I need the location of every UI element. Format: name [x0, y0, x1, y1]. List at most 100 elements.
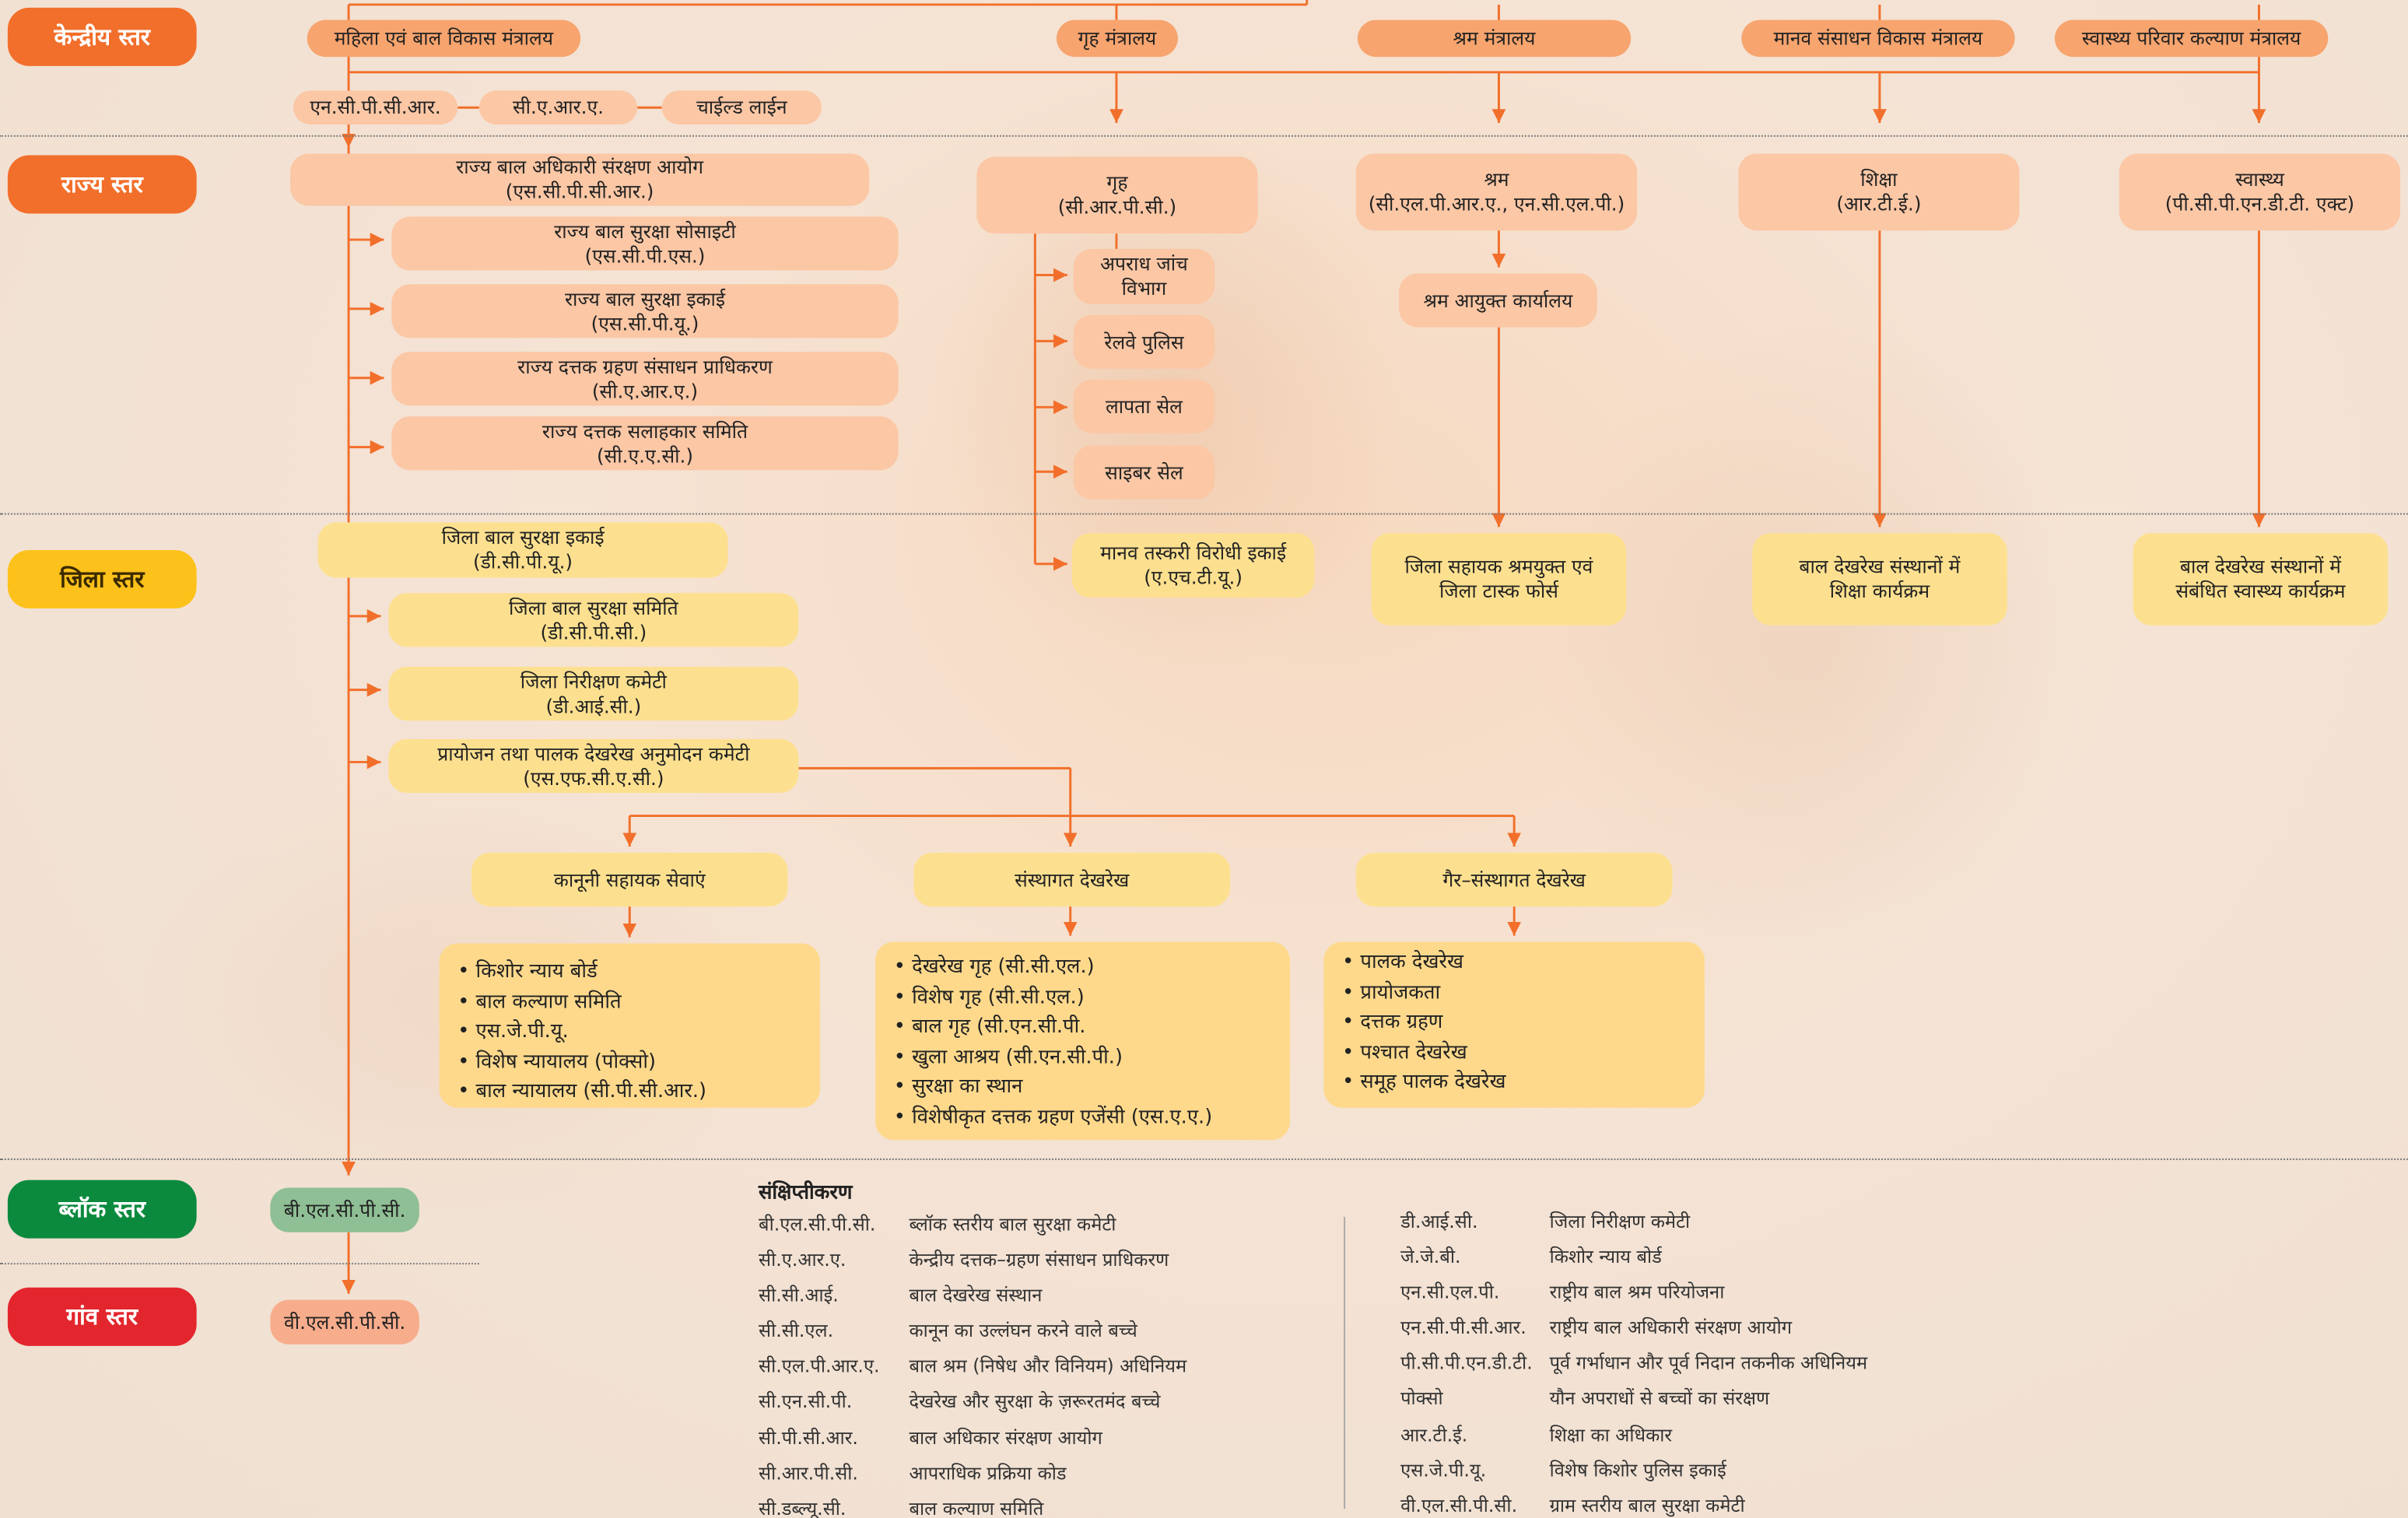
- list-item: समूह पालक देखरेख: [1342, 1068, 1686, 1098]
- state-cid-line1: अपराध जांच: [1100, 251, 1188, 275]
- state-home-line2: (सी.आर.पी.सी.): [1057, 195, 1177, 219]
- abbr-key: जे.जे.बी.: [1400, 1246, 1461, 1268]
- body-cara-label: सी.ए.आर.ए.: [512, 95, 604, 119]
- district-dic: जिला निरीक्षण कमेटी(डी.आई.सी.): [388, 667, 799, 721]
- district-health-program-line2: संबंधित स्वास्थ्य कार्यक्रम: [2175, 579, 2346, 603]
- state-caac-line1: राज्य दत्तक सलाहकार समिति: [542, 419, 748, 442]
- district-health-program-line1: बाल देखरेख संस्थानों में: [2179, 554, 2341, 578]
- abbr-row: आर.टी.ई.शिक्षा का अधिकार: [1400, 1421, 1867, 1457]
- district-dcpc: जिला बाल सुरक्षा समिति(डी.सी.पी.सी.): [388, 593, 799, 647]
- district-dcpc-line2: (डी.सी.पी.सी.): [540, 619, 647, 643]
- separator-central-state: [0, 135, 2408, 137]
- district-education-program: बाल देखरेख संस्थानों मेंशिक्षा कार्यक्रम: [1752, 533, 2007, 626]
- district-education-program-line2: शिक्षा कार्यक्रम: [1829, 579, 1930, 603]
- abbr-row: एस.जे.पी.यू.विशेष किशोर पुलिस इकाई: [1400, 1456, 1867, 1492]
- service-institutional-care: संस्थागत देखरेख: [913, 852, 1231, 907]
- abbr-value: किशोर न्याय बोर्ड: [1549, 1246, 1662, 1268]
- abbr-value: ग्राम स्तरीय बाल सुरक्षा कमेटी: [1549, 1494, 1745, 1516]
- abbr-key: वी.एल.सी.पी.सी.: [1400, 1494, 1518, 1516]
- abbr-row: सी.एल.पी.आर.ए.बाल श्रम (निषेध और विनियम)…: [759, 1352, 1186, 1388]
- state-labour-line1: श्रम: [1484, 167, 1509, 191]
- ministry-home: गृह मंत्रालय: [1056, 19, 1178, 58]
- noninstitutional-care-list: पालक देखरेख प्रायोजकता दत्तक ग्रहण पश्चा…: [1323, 941, 1705, 1108]
- district-labour-taskforce-line1: जिला सहायक श्रमयुक्त एवं: [1404, 554, 1593, 578]
- state-scps-line2: (एस.सी.पी.एस.): [584, 243, 706, 267]
- level-village-label: गांव स्तर: [7, 1287, 197, 1346]
- list-item: विशेष गृह (सी.सी.एल.): [894, 983, 1272, 1013]
- separator-block-village: [0, 1263, 479, 1265]
- abbr-row: सी.आर.पी.सी. आपराधिक प्रक्रिया कोड: [759, 1459, 1186, 1495]
- list-item: खुला आश्रय (सी.एन.सी.पी.): [894, 1043, 1272, 1073]
- body-ncpcr-label: एन.सी.पी.सी.आर.: [310, 95, 441, 119]
- district-education-program-line1: बाल देखरेख संस्थानों में: [1799, 554, 1961, 578]
- abbr-value: राष्ट्रीय बाल अधिकारी संरक्षण आयोग: [1549, 1316, 1793, 1339]
- district-ahtu-line2: (ए.एच.टी.यू.): [1144, 565, 1243, 589]
- ministry-health: स्वास्थ्य परिवार कल्याण मंत्रालय: [2054, 19, 2329, 58]
- list-item: बाल कल्याण समिति: [457, 987, 801, 1018]
- service-legal-aid: कानूनी सहायक सेवाएं: [471, 852, 788, 907]
- abbr-key: सी.आर.पी.सी.: [759, 1462, 858, 1484]
- state-cyber-cell: साइबर सेल: [1073, 445, 1215, 500]
- state-labour-line2: (सी.एल.पी.आर.ए., एन.सी.एल.पी.): [1368, 191, 1625, 216]
- abbr-row: सी.पी.सी.आर.बाल अधिकार संरक्षण आयोग: [759, 1424, 1186, 1460]
- state-scpu-line1: राज्य बाल सुरक्षा इकाई: [564, 286, 726, 310]
- abbr-row: एन.सी.एल.पी.राष्ट्रीय बाल श्रम परियोजना: [1400, 1278, 1867, 1314]
- abbr-value: देखरेख और सुरक्षा के ज़रूरतमंद बच्चे: [909, 1391, 1161, 1413]
- abbr-value: विशेष किशोर पुलिस इकाई: [1549, 1459, 1726, 1481]
- abbr-key: डी.आई.सी.: [1400, 1211, 1478, 1232]
- village-vcpc: वी.एल.सी.पी.सी.: [270, 1299, 419, 1344]
- abbr-row: वी.एल.सी.पी.सी. ग्राम स्तरीय बाल सुरक्षा …: [1400, 1492, 1867, 1518]
- abbr-value: बाल देखरेख संस्थान: [909, 1285, 1043, 1306]
- list-item: पालक देखरेख: [1342, 948, 1686, 978]
- body-ncpcr: एन.सी.पी.सी.आर.: [293, 90, 458, 124]
- state-education-line2: (आर.टी.ई.): [1836, 191, 1922, 216]
- state-scpcr: राज्य बाल अधिकारी संरक्षण आयोग(एस.सी.पी.…: [290, 153, 870, 206]
- state-labour-office-label: श्रम आयुक्त कार्यालय: [1423, 288, 1573, 311]
- state-cara: राज्य दत्तक ग्रहण संसाधन प्राधिकरण(सी.ए.…: [391, 352, 899, 406]
- abbr-key: आर.टी.ई.: [1400, 1423, 1468, 1446]
- district-labour-taskforce-line2: जिला टास्क फोर्स: [1439, 579, 1558, 603]
- abbr-value: यौन अपराधों से बच्चों का संरक्षण: [1549, 1388, 1770, 1410]
- state-scpu-line2: (एस.सी.पी.यू.): [591, 310, 699, 335]
- district-dcpc-line1: जिला बाल सुरक्षा समिति: [509, 595, 678, 619]
- body-childline: चाईल्ड लाईन: [661, 90, 822, 124]
- ministry-hrd-label: मानव संसाधन विकास मंत्रालय: [1773, 26, 1983, 50]
- list-item: किशोर न्याय बोर्ड: [457, 957, 801, 987]
- list-item: पश्चात देखरेख: [1342, 1038, 1686, 1068]
- ministry-home-label: गृह मंत्रालय: [1078, 26, 1157, 50]
- state-cara-line1: राज्य दत्तक ग्रहण संसाधन प्राधिकरण: [517, 354, 773, 377]
- abbr-value: कानून का उल्लंघन करने वाले बच्चे: [909, 1320, 1137, 1342]
- abbr-row: सी.एन.सी.पी. देखरेख और सुरक्षा के ज़रूरतम…: [759, 1388, 1186, 1424]
- level-state-label: राज्य स्तर: [7, 155, 197, 214]
- abbr-key: पी.सी.पी.एन.डी.टी.: [1400, 1352, 1533, 1375]
- abbr-key: सी.एन.सी.पी.: [759, 1391, 853, 1413]
- abbr-value: बाल श्रम (निषेध और विनियम) अधिनियम: [909, 1355, 1187, 1378]
- service-institutional-care-label: संस्थागत देखरेख: [1015, 867, 1130, 891]
- district-dcpu-line1: जिला बाल सुरक्षा इकाई: [441, 525, 605, 549]
- ministry-wcd-label: महिला एवं बाल विकास मंत्रालय: [334, 26, 554, 50]
- block-bcpc: बी.एल.सी.पी.सी.: [270, 1187, 419, 1232]
- body-childline-label: चाईल्ड लाईन: [696, 95, 787, 119]
- state-missing-cell-label: लापता सेल: [1106, 394, 1183, 418]
- abbr-row: सी.सी.आई. बाल देखरेख संस्थान: [759, 1281, 1186, 1317]
- abbr-value: आपराधिक प्रक्रिया कोड: [909, 1462, 1067, 1484]
- body-cara: सी.ए.आर.ए.: [478, 90, 638, 124]
- abbr-row: जे.जे.बी. किशोर न्याय बोर्ड: [1400, 1243, 1867, 1279]
- abbr-value: बाल कल्याण समिति: [909, 1497, 1044, 1518]
- district-dcpu: जिला बाल सुरक्षा इकाई(डी.सी.पी.यू.): [317, 522, 728, 578]
- separator-state-district: [0, 513, 2408, 515]
- abbr-key: सी.सी.आई.: [759, 1285, 839, 1306]
- district-sfcac: प्रायोजन तथा पालक देखरेख अनुमोदन कमेटी(ए…: [388, 738, 799, 793]
- level-central-label: केन्द्रीय स्तर: [7, 7, 197, 66]
- abbr-key: सी.पी.सी.आर.: [759, 1426, 858, 1449]
- service-noninstitutional-care: गैर–संस्थागत देखरेख: [1355, 852, 1673, 907]
- abbr-key: एन.सी.पी.सी.आर.: [1400, 1316, 1526, 1339]
- state-cid-line2: विभाग: [1121, 276, 1167, 300]
- district-ahtu-line1: मानव तस्करी विरोधी इकाई: [1100, 541, 1287, 564]
- abbr-value: ब्लॉक स्तरीय बाल सुरक्षा कमेटी: [909, 1214, 1116, 1236]
- village-vcpc-label: वी.एल.सी.पी.सी.: [283, 1309, 406, 1334]
- abbr-key: एन.सी.एल.पी.: [1400, 1281, 1500, 1303]
- list-item: प्रायोजकता: [1342, 978, 1686, 1008]
- list-item: विशेष न्यायालय (पोक्सो): [457, 1047, 801, 1078]
